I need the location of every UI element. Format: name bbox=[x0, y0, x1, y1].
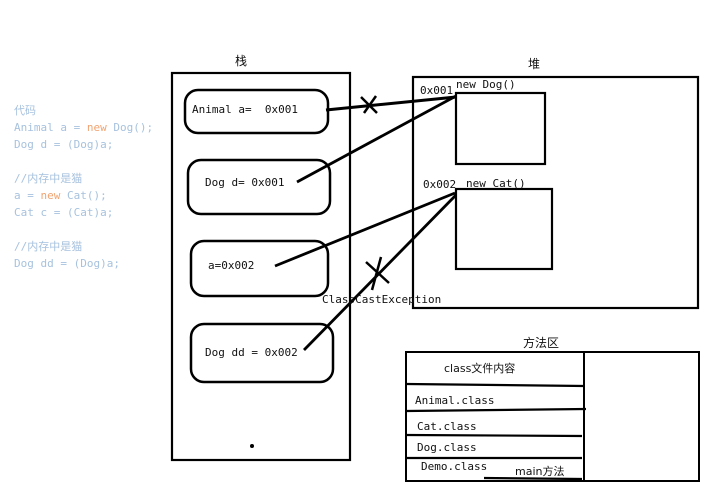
stack-box bbox=[170, 71, 352, 462]
method-area-row-line bbox=[406, 407, 587, 413]
reference-line-a-to-dog bbox=[325, 95, 457, 112]
reference-line-dd-to-cat bbox=[303, 194, 457, 351]
heap-box bbox=[411, 75, 700, 310]
code-line: Animal a = new Dog(); bbox=[14, 121, 154, 134]
code-panel: 代码 Animal a = new Dog(); Dog d = (Dog)a;… bbox=[14, 102, 153, 272]
method-area-row-line bbox=[483, 476, 583, 481]
cross-mark-icon bbox=[360, 95, 378, 114]
exception-label: ClassCastException bbox=[322, 293, 442, 306]
stack-frame-a-cat bbox=[189, 239, 330, 298]
code-line: a = new Cat(); bbox=[14, 189, 107, 202]
heap-object-label: new Cat() bbox=[466, 177, 526, 190]
code-line: Dog d = (Dog)a; bbox=[14, 138, 114, 151]
method-area-title: 方法区 bbox=[523, 336, 560, 350]
method-area-row: Cat.class bbox=[417, 420, 477, 433]
code-line: 代码 bbox=[14, 104, 36, 117]
heap-address: 0x002 bbox=[423, 178, 457, 191]
stack-frame-animal-a bbox=[183, 88, 330, 135]
stack-frame-dog-dd bbox=[189, 322, 335, 384]
stack-frame-label: a=0x002 bbox=[208, 259, 255, 272]
method-area-row: class文件内容 bbox=[444, 362, 516, 375]
reference-line-a-to-cat bbox=[274, 191, 456, 268]
method-area-row: Demo.class bbox=[421, 460, 488, 473]
stack-frame-label: Dog dd = 0x002 bbox=[205, 346, 298, 359]
heap-title: 堆 bbox=[528, 57, 541, 71]
stack-title: 栈 bbox=[235, 54, 248, 68]
code-line bbox=[14, 221, 153, 238]
method-area-row-line bbox=[406, 382, 585, 388]
stack-frame-label: Animal a= 0x001 bbox=[192, 103, 298, 116]
heap-object-label: new Dog() bbox=[456, 78, 516, 91]
reference-line-d-to-dog bbox=[296, 94, 457, 184]
stack-frame-label: Dog d= 0x001 bbox=[205, 176, 285, 189]
stack-frame-dog-d bbox=[186, 158, 332, 216]
method-area-box bbox=[405, 351, 700, 482]
main-method-label: main方法 bbox=[515, 465, 565, 478]
method-area-row: Animal.class bbox=[415, 394, 495, 407]
code-line: Dog dd = (Dog)a; bbox=[14, 257, 120, 270]
method-area-row-line bbox=[406, 433, 583, 438]
heap-object-cat bbox=[454, 187, 554, 271]
stack-dot bbox=[250, 444, 254, 448]
code-line: Cat c = (Cat)a; bbox=[14, 206, 114, 219]
code-line: //内存中是猫 bbox=[14, 172, 83, 185]
heap-address: 0x001 bbox=[420, 84, 454, 97]
heap-object-dog bbox=[454, 91, 547, 166]
method-area-row: Dog.class bbox=[417, 441, 477, 454]
code-line: //内存中是猫 bbox=[14, 240, 83, 253]
cross-mark-icon bbox=[365, 256, 390, 291]
code-line bbox=[14, 153, 153, 170]
